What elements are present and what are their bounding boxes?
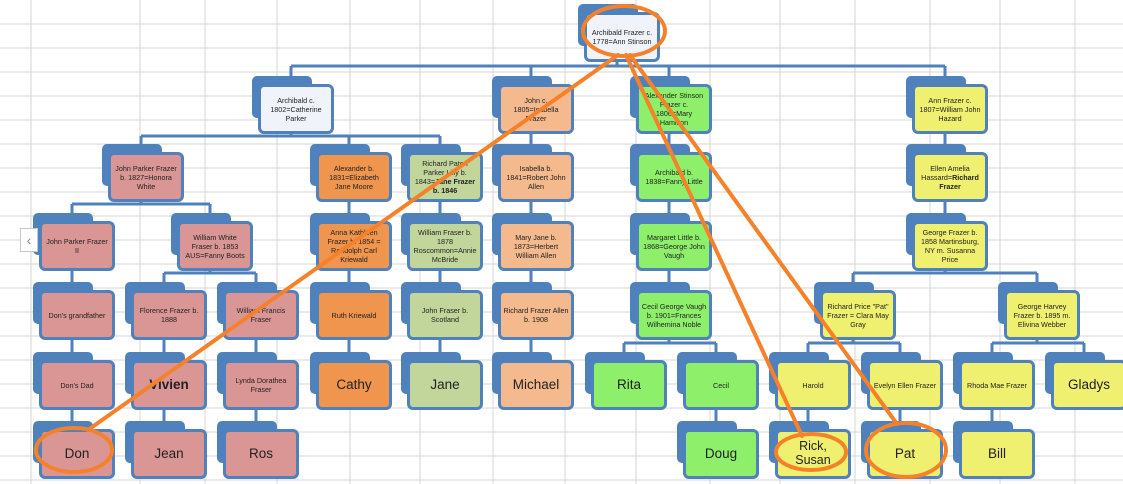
node-label: Richard Frazer Allen b. 1908	[503, 306, 569, 324]
node-vivien[interactable]: Vivien	[125, 352, 207, 410]
node-archibald-1802[interactable]: Archibald c. 1802=Catherine Parker	[252, 76, 334, 134]
node-george-harvey[interactable]: George Harvey Frazer b. 1895 m. Elivina …	[998, 282, 1080, 340]
node-dons-dad[interactable]: Don's Dad	[33, 352, 115, 410]
node-label: Rita	[616, 376, 641, 392]
node-margaret-little[interactable]: Margaret Little b. 1868=George John Vaug…	[630, 213, 712, 271]
node-label: Ruth Kriewald	[331, 310, 377, 320]
node-anna-kathleen[interactable]: Anna Kathleen Frazer b. 1854 = Randolph …	[310, 213, 392, 271]
node-label: Gladys	[1067, 376, 1111, 392]
node-harold[interactable]: Harold	[769, 352, 851, 410]
node-evelyn-ellen[interactable]: Evelyn Ellen Frazer	[861, 352, 943, 410]
node-michael[interactable]: Michael	[492, 352, 574, 410]
node-cathy[interactable]: Cathy	[310, 352, 392, 410]
node-ros[interactable]: Ros	[217, 421, 299, 479]
node-isabella-1841[interactable]: Isabella b. 1841=Robert John Allen	[492, 144, 574, 202]
node-rick-susan[interactable]: Rick, Susan	[769, 421, 851, 479]
node-label: William Francis Fraser	[236, 306, 286, 324]
node-label: Florence Frazer b. 1888	[139, 306, 199, 324]
node-ellen-amelia[interactable]: Ellen Amelia Hassard=Richard Frazer	[906, 144, 988, 202]
node-mary-jane-1873[interactable]: Mary Jane b. 1873=Herbert William Allen	[492, 213, 574, 271]
node-william-white[interactable]: William White Fraser b. 1853 AUS=Fanny B…	[171, 213, 253, 271]
node-label: Archibald c. 1802=Catherine Parker	[270, 95, 322, 123]
node-label: Mary Jane b. 1873=Herbert William Allen	[513, 232, 559, 260]
node-ann-1807[interactable]: Ann Frazer c. 1807=William John Hazard	[906, 76, 988, 134]
node-label: Jean	[154, 445, 184, 461]
node-label: Cecil	[713, 380, 729, 390]
node-label: Don's Dad	[60, 380, 94, 390]
node-label: George Frazer b. 1858 Martinsburg, NY m.…	[921, 228, 979, 264]
node-john-fraser-scotland[interactable]: John Fraser b. Scotland	[401, 282, 483, 340]
node-label: Vivien	[149, 376, 189, 392]
node-label: Harold	[802, 380, 824, 390]
node-label: Evelyn Ellen Frazer	[873, 380, 937, 390]
node-jean[interactable]: Jean	[125, 421, 207, 479]
node-label: Don's grandfather	[48, 310, 106, 320]
node-richard-pat[interactable]: Richard Price "Pat" Frazer = Clara May G…	[814, 282, 896, 340]
node-label: Rick, Susan	[795, 439, 831, 467]
node-doug[interactable]: Doug	[677, 421, 759, 479]
node-label: John Fraser b. Scotland	[421, 306, 469, 324]
node-dons-grandfather[interactable]: Don's grandfather	[33, 282, 115, 340]
node-label: Richard Price "Pat" Frazer = Clara May G…	[827, 301, 889, 329]
node-label: Margaret Little b. 1868=George John Vaug…	[643, 232, 705, 260]
node-label: Don	[64, 445, 90, 461]
node-cecil[interactable]: Cecil	[677, 352, 759, 410]
node-john-parker-ii[interactable]: John Parker Frazer II	[33, 213, 115, 271]
node-gladys[interactable]: Gladys	[1045, 352, 1123, 410]
node-john-parker-1827[interactable]: John Parker Frazer b. 1827=Honora White	[102, 144, 184, 202]
node-ruth-kriewald[interactable]: Ruth Kriewald	[310, 282, 392, 340]
node-william-fraser-1878[interactable]: William Fraser b. 1878 Roscommon=Annie M…	[401, 213, 483, 271]
node-george-1858[interactable]: George Frazer b. 1858 Martinsburg, NY m.…	[906, 213, 988, 271]
node-label: Alexander Stinson Frazer c. 1806=Mary Ha…	[644, 91, 704, 127]
node-label: William Fraser b. 1878 Roscommon=Annie M…	[413, 228, 477, 264]
node-label: Doug	[704, 445, 738, 461]
node-rita[interactable]: Rita	[585, 352, 667, 410]
node-label: Michael	[512, 376, 560, 392]
node-john-1805[interactable]: John c. 1805=Isabella Frazer	[492, 76, 574, 134]
scroll-left-button[interactable]: ‹	[20, 228, 38, 252]
node-label: Pat	[894, 445, 916, 461]
node-alexander-1831[interactable]: Alexander b. 1831=Elizabeth Jane Moore	[310, 144, 392, 202]
node-root[interactable]: Archibald Frazer c. 1778=Ann Stinson	[578, 4, 660, 62]
node-label: John Parker Frazer b. 1827=Honora White	[115, 163, 177, 191]
node-label: Alexander b. 1831=Elizabeth Jane Moore	[329, 163, 379, 191]
node-label: John c. 1805=Isabella Frazer	[513, 95, 559, 123]
node-rhoda-mae[interactable]: Rhoda Mae Frazer	[953, 352, 1035, 410]
node-label: Archibald b. 1838=Fanny Little	[645, 168, 703, 186]
node-label: Archibald Frazer c. 1778=Ann Stinson	[591, 28, 653, 46]
node-label: Jane	[430, 376, 460, 392]
node-label: Isabella b. 1841=Robert John Allen	[506, 163, 566, 191]
node-bill[interactable]: Bill	[953, 421, 1035, 479]
node-label: Bill	[987, 445, 1006, 461]
node-label: Lynda Dorathea Fraser	[235, 376, 287, 394]
node-label: Ros	[248, 445, 273, 461]
chevron-left-icon: ‹	[26, 232, 32, 248]
node-cecil-george-vaugh[interactable]: Cecil George Vaugh b. 1901=Frances Wilhe…	[630, 282, 712, 340]
node-william-francis[interactable]: William Francis Fraser	[217, 282, 299, 340]
node-pat[interactable]: Pat	[861, 421, 943, 479]
node-florence-1888[interactable]: Florence Frazer b. 1888	[125, 282, 207, 340]
node-label: Richard Paton Parker Lilly b. 1843=Jane …	[414, 159, 476, 195]
node-lynda-dorathea[interactable]: Lynda Dorathea Fraser	[217, 352, 299, 410]
node-label: Cecil George Vaugh b. 1901=Frances Wilhe…	[641, 301, 707, 329]
node-label: Ann Frazer c. 1807=William John Hazard	[919, 95, 981, 123]
node-label: Rhoda Mae Frazer	[967, 380, 1027, 390]
node-label: John Parker Frazer II	[46, 237, 108, 255]
node-label: Ellen Amelia Hassard=Richard Frazer	[921, 163, 979, 191]
node-label: George Harvey Frazer b. 1895 m. Elivina …	[1013, 301, 1071, 329]
node-richard-allen-1908[interactable]: Richard Frazer Allen b. 1908	[492, 282, 574, 340]
node-label: Cathy	[336, 376, 372, 392]
node-jane[interactable]: Jane	[401, 352, 483, 410]
node-label: William White Fraser b. 1853 AUS=Fanny B…	[185, 232, 245, 260]
node-richard-paton[interactable]: Richard Paton Parker Lilly b. 1843=Jane …	[401, 144, 483, 202]
node-label: Anna Kathleen Frazer b. 1854 = Randolph …	[327, 228, 381, 264]
node-archibald-1838[interactable]: Archibald b. 1838=Fanny Little	[630, 144, 712, 202]
node-don[interactable]: Don	[33, 421, 115, 479]
node-alexander-stinson[interactable]: Alexander Stinson Frazer c. 1806=Mary Ha…	[630, 76, 712, 134]
